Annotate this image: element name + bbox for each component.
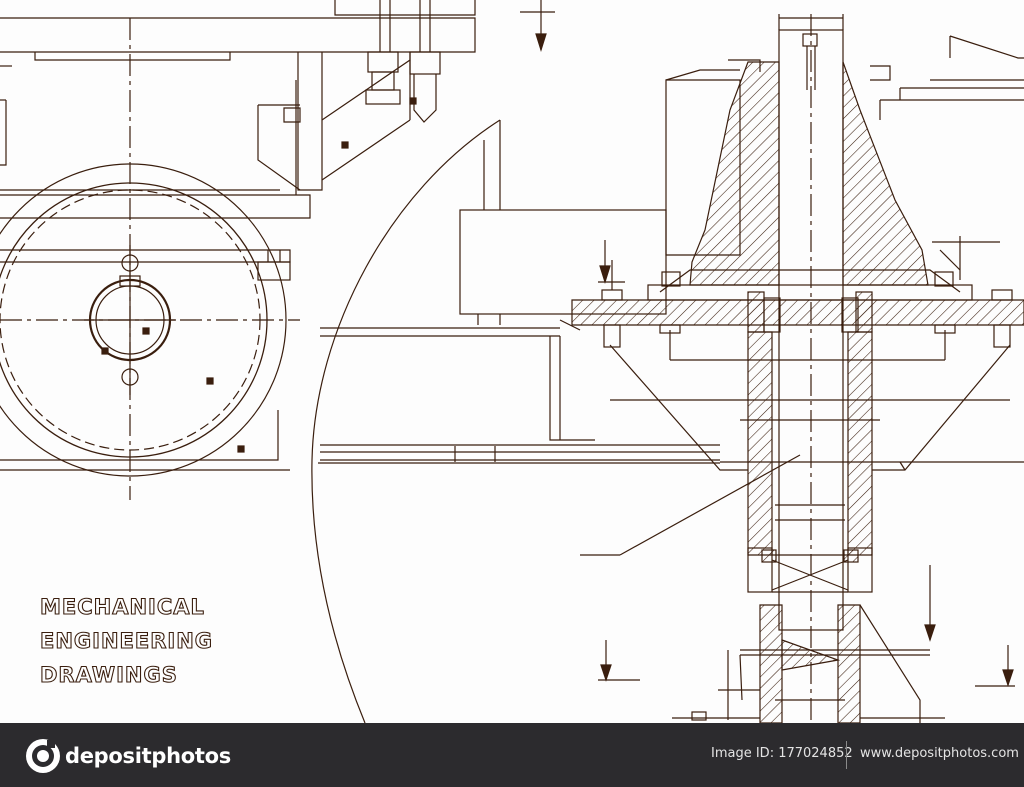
- drawing-caption: MECHANICAL ENGINEERING DRAWINGS: [39, 590, 214, 692]
- depositphotos-logo[interactable]: depositphotos: [25, 738, 231, 774]
- site-link[interactable]: www.depositphotos.com: [860, 746, 1019, 761]
- brand-name: depositphotos: [65, 744, 231, 768]
- caption-line-1: MECHANICAL: [39, 594, 205, 619]
- caption-line-2: ENGINEERING: [39, 628, 214, 653]
- mechanical-drawing: [0, 0, 1024, 723]
- camera-aperture-icon: [26, 739, 60, 773]
- footer-divider: [846, 741, 847, 769]
- caption-line-3: DRAWINGS: [39, 662, 178, 687]
- image-id-label: Image ID: 177024852: [711, 746, 853, 761]
- watermark-footer-bar: depositphotos Image ID: 177024852 www.de…: [0, 723, 1024, 787]
